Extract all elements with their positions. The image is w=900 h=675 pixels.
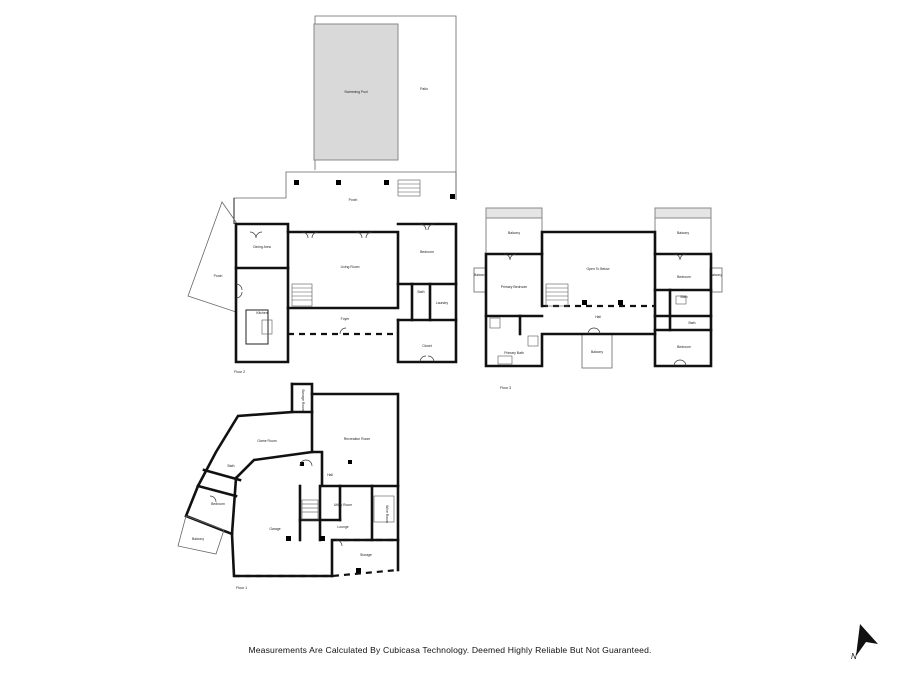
living-room-label: Living Room xyxy=(341,265,360,269)
north-label: N xyxy=(851,652,857,661)
primary-bedroom-label: Primary Bedroom xyxy=(501,285,528,289)
bath-label: Bath xyxy=(228,464,235,468)
balcony-right-label: Balcony xyxy=(677,231,689,235)
patio-stairs xyxy=(397,179,421,197)
balcony-bottom-label: Balcony xyxy=(591,350,603,354)
floor-1-label: Floor 1 xyxy=(236,586,247,590)
bath-label: Bath xyxy=(681,295,688,299)
wine-room-label: Wine Room xyxy=(385,505,389,523)
primary-bath-label: Primary Bath xyxy=(504,351,524,355)
game-room-label: Game Room xyxy=(257,439,276,443)
laundry-label: Laundry xyxy=(436,301,449,305)
hall-label: Hall xyxy=(327,473,333,477)
hall-label: Hall xyxy=(595,315,601,319)
open-to-below-label: Open To Below xyxy=(587,267,610,271)
kitchen-island xyxy=(245,309,269,345)
storage-room-label: Storage Room xyxy=(301,389,305,411)
floor-2-label: Floor 2 xyxy=(234,370,245,374)
patio-label: Patio xyxy=(420,87,428,91)
utility-room-label: Utility Room xyxy=(334,503,352,507)
lounge-label: Lounge xyxy=(337,525,348,529)
disclaimer-footer: Measurements Are Calculated By Cubicasa … xyxy=(248,645,652,655)
bedroom-label: Bedroom xyxy=(211,502,225,506)
floor-1-plan: Balcony Game Room Recreation Room Storag… xyxy=(177,382,400,590)
floor-3-plan: Balcony Balcony Balcony Balcony Balcony xyxy=(473,207,723,390)
balcony-side-left-label: Balcony xyxy=(474,273,486,277)
kitchen-label: Kitchen xyxy=(256,311,267,315)
balcony-left-label: Balcony xyxy=(508,231,520,235)
porch-label: Porch xyxy=(349,198,358,202)
recreation-room-label: Recreation Room xyxy=(344,437,371,441)
garage-label: Garage xyxy=(269,527,280,531)
side-porch-outline xyxy=(187,201,237,313)
closet-label: Closet xyxy=(422,344,432,348)
foyer-label: Foyer xyxy=(341,317,351,321)
floor-3-label: Floor 3 xyxy=(500,386,511,390)
side-porch-label: Porch xyxy=(214,274,223,278)
floor1-stairs xyxy=(301,495,395,523)
floor2-stairs xyxy=(291,283,313,307)
floor3-stairs xyxy=(545,283,569,307)
porch-outline xyxy=(233,171,457,224)
dining-area-label: Dining Area xyxy=(253,245,271,249)
bedroom-top-label: Bedroom xyxy=(677,275,691,279)
bath-small-label: Bath xyxy=(689,321,696,325)
balcony-side-right-label: Balcony xyxy=(710,273,722,277)
swimming-pool-label: Swimming Pool xyxy=(344,90,368,94)
swimming-pool xyxy=(313,23,399,161)
floor-2-plan: Swimming Pool Patio Porch Porch xyxy=(187,15,458,374)
bath-label: Bath xyxy=(418,290,425,294)
storage-label: Storage xyxy=(360,553,372,557)
bedroom-bottom-label: Bedroom xyxy=(677,345,691,349)
north-arrow-icon xyxy=(856,624,878,656)
balcony-label: Balcony xyxy=(192,537,204,541)
bedroom-label: Bedroom xyxy=(420,250,434,254)
